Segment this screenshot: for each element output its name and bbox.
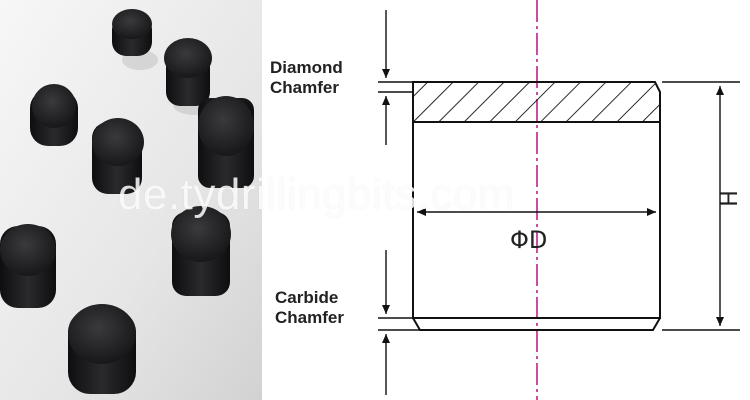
- pdc-cutter: [0, 224, 56, 308]
- carbide-chamfer-label: Carbide Chamfer: [275, 288, 344, 327]
- extension-lines: [378, 81, 740, 331]
- pdc-cutter-group: [0, 9, 254, 394]
- pdc-cutter: [198, 96, 254, 188]
- pdc-cutter: [92, 118, 144, 194]
- carbide-chamfer-label-line1: Carbide: [275, 288, 339, 307]
- diamond-layer: [412, 81, 661, 123]
- pdc-cutter: [164, 38, 217, 115]
- pdc-cutter: [68, 304, 136, 394]
- carbide-chamfer: [412, 317, 661, 331]
- carbide-chamfer-label-line2: Chamfer: [275, 307, 344, 327]
- pdc-cutter: [30, 84, 78, 146]
- diamond-chamfer-label: Diamond Chamfer: [270, 58, 343, 97]
- pdc-cutter: [112, 9, 158, 70]
- diamond-chamfer-label-line2: Chamfer: [270, 77, 339, 97]
- pdc-cutter: [171, 206, 231, 296]
- height-label: H: [717, 190, 743, 207]
- watermark-text: de.tydrillingbits.com: [118, 170, 515, 219]
- diameter-label: ΦD: [510, 226, 548, 254]
- product-photo: [0, 0, 262, 400]
- diamond-chamfer-label-line1: Diamond: [270, 58, 343, 77]
- carbide-body: [412, 121, 661, 319]
